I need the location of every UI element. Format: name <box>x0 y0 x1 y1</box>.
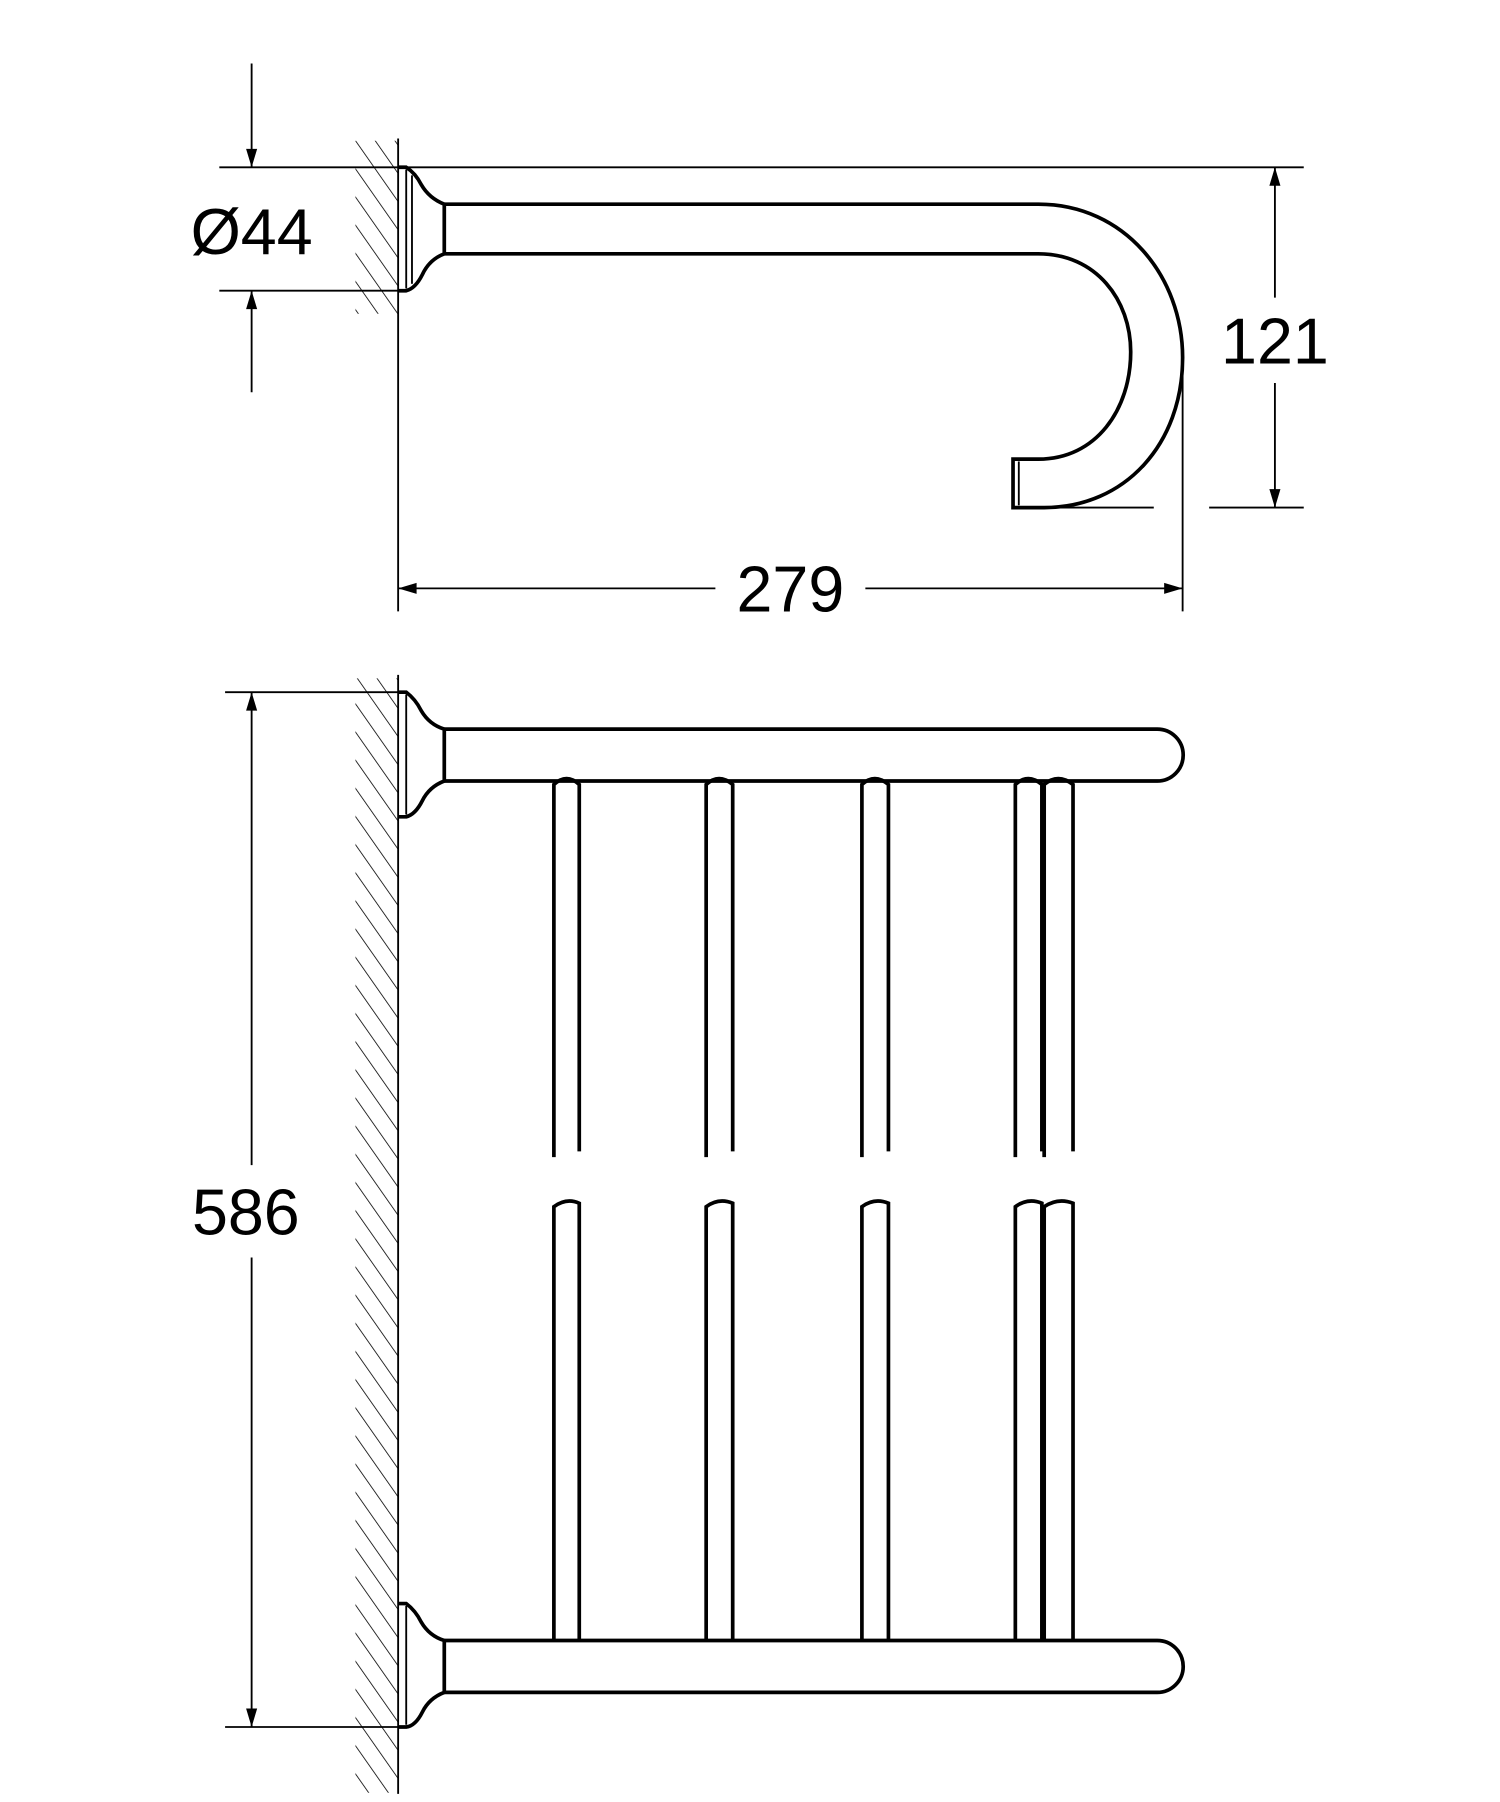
cross-bar <box>1013 776 1044 1158</box>
top-view: 586 <box>192 674 1186 1794</box>
cross-bar <box>860 1199 891 1641</box>
wall-hatching <box>355 140 399 314</box>
depth-label: 279 <box>736 553 844 625</box>
length-label: 586 <box>192 1176 300 1248</box>
side-view: Ø44 121 279 <box>191 63 1329 625</box>
rosette <box>398 690 447 819</box>
cross-bar <box>1042 1199 1075 1641</box>
cross-bar <box>552 776 582 1158</box>
cross-bar <box>1013 1199 1044 1641</box>
cross-bar <box>860 776 891 1158</box>
height-label: 121 <box>1221 305 1329 377</box>
rail-bottom <box>444 1638 1186 1695</box>
cross-bar <box>704 776 735 1158</box>
cross-bar <box>704 1199 735 1641</box>
cross-bars <box>552 776 1075 1641</box>
cross-bar <box>552 1199 582 1641</box>
rail-top <box>444 727 1186 783</box>
rosette <box>398 165 447 293</box>
wall-hatching <box>355 678 399 1793</box>
cross-bar <box>1042 776 1075 1158</box>
hook-arm <box>444 202 1185 510</box>
rosette <box>398 1601 447 1729</box>
diameter-label: Ø44 <box>191 196 313 268</box>
